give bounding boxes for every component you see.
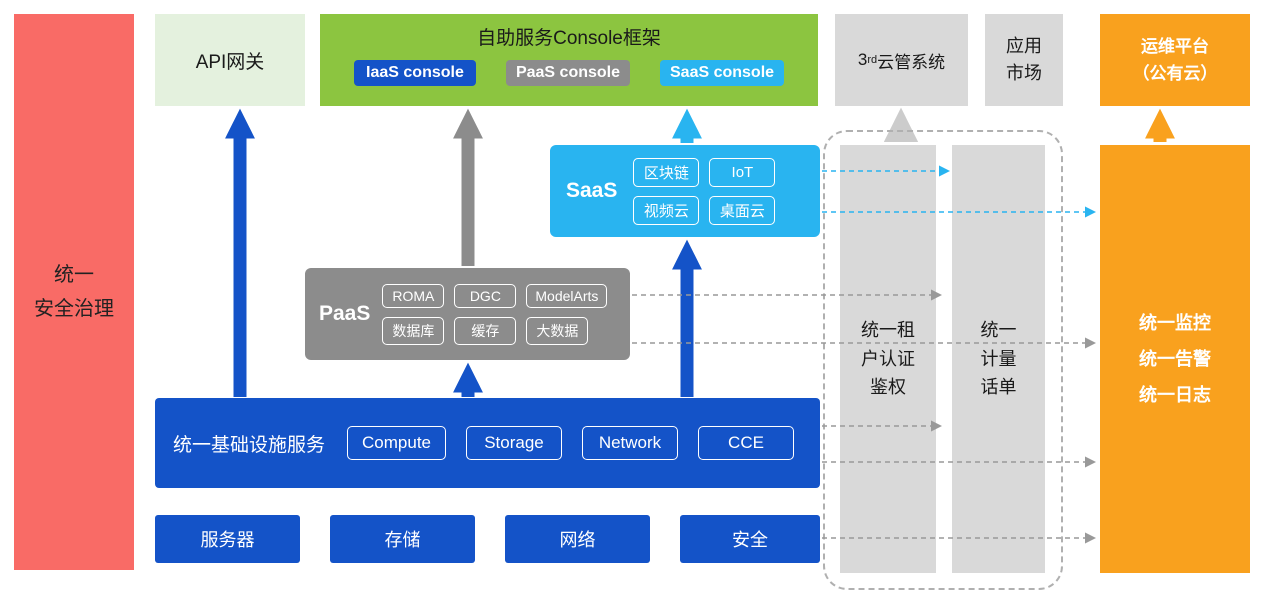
shared-services-group (823, 130, 1063, 590)
infra-chip-compute: Compute (347, 426, 446, 460)
cmp-label-sup: rd (867, 54, 878, 66)
resource-box-storage: 存储 (330, 515, 475, 563)
cmp-label-prefix: 3 (857, 50, 868, 69)
monitoring-column: 统一监控 统一告警 统一日志 (1100, 145, 1250, 573)
paas-box: PaaS ROMA DGC ModelArts 数据库 缓存 大数据 (305, 268, 630, 360)
infrastructure-chips: Compute Storage Network CCE (347, 426, 794, 460)
saas-chip-iot: IoT (709, 157, 776, 187)
console-buttons-row: IaaS console PaaS console SaaS console (353, 60, 785, 86)
infrastructure-bar: 统一基础设施服务 Compute Storage Network CCE (155, 398, 820, 488)
metering-column: 统一 计量 话单 (952, 145, 1045, 573)
saas-console-button: SaaS console (660, 60, 785, 86)
saas-chip-blockchain: 区块链 (633, 157, 700, 187)
paas-chip-database: 数据库 (382, 316, 445, 345)
saas-chip-desktop-cloud: 桌面云 (709, 195, 776, 225)
infrastructure-label: 统一基础设施服务 (173, 434, 326, 456)
security-governance-bar: 统一 安全治理 (14, 14, 134, 570)
saas-box: SaaS 区块链 IoT 视频云 桌面云 (550, 145, 820, 237)
saas-chip-rows: 区块链 IoT 视频云 桌面云 (633, 157, 776, 225)
saas-label: SaaS (566, 179, 618, 202)
tenant-auth-column: 统一租 户认证 鉴权 (840, 145, 936, 573)
paas-label: PaaS (319, 302, 371, 325)
resource-box-security: 安全 (680, 515, 820, 563)
paas-chip-cache: 缓存 (454, 316, 517, 345)
infra-chip-storage: Storage (466, 426, 562, 460)
iaas-console-button: IaaS console (353, 60, 476, 86)
console-frame-title: 自助服务Console框架 (477, 28, 661, 49)
cmp-label-suffix: 云管系统 (877, 52, 946, 72)
ops-platform-box: 运维平台 （公有云） (1100, 14, 1250, 106)
paas-chip-bigdata: 大数据 (526, 316, 589, 345)
resource-box-server: 服务器 (155, 515, 300, 563)
paas-chip-dgc: DGC (454, 283, 517, 308)
api-gateway-box: API网关 (155, 14, 305, 106)
app-market-box: 应用 市场 (985, 14, 1063, 106)
paas-chip-modelarts: ModelArts (526, 283, 608, 308)
saas-chip-video-cloud: 视频云 (633, 195, 700, 225)
infra-chip-cce: CCE (698, 426, 794, 460)
paas-chip-roma: ROMA (382, 283, 445, 308)
infra-chip-network: Network (582, 426, 678, 460)
console-frame-box: 自助服务Console框架 IaaS console PaaS console … (320, 14, 818, 106)
resource-box-network: 网络 (505, 515, 650, 563)
paas-console-button: PaaS console (505, 60, 630, 86)
paas-chip-rows: ROMA DGC ModelArts 数据库 缓存 大数据 (382, 283, 608, 345)
